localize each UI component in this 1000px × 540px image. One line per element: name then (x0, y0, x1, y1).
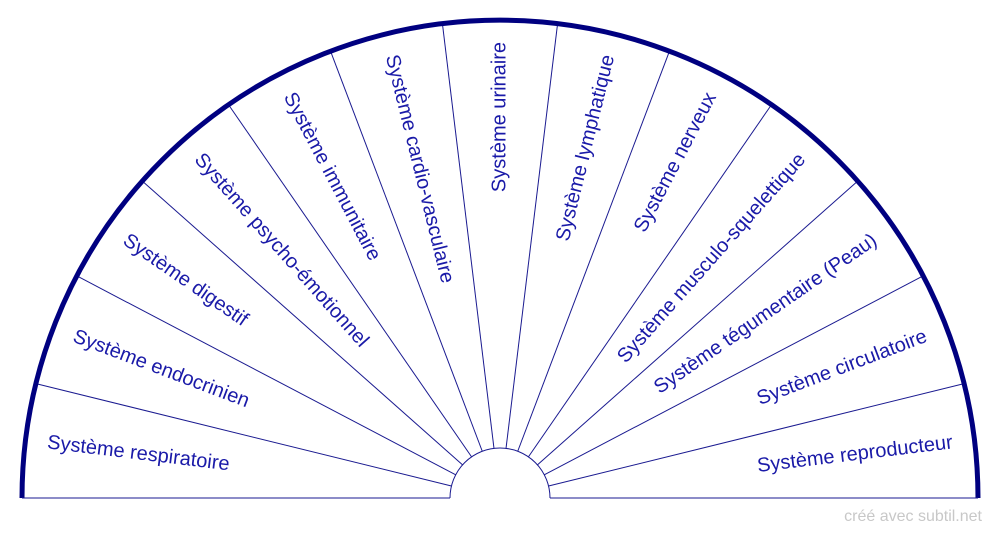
divider-line (505, 23, 559, 449)
outer-arc (19, 17, 981, 499)
divider-line (76, 275, 456, 476)
divider-line (330, 50, 483, 452)
divider-line (548, 383, 965, 487)
sector-label: Système nerveux (630, 89, 721, 236)
sector-label: Système digestif (119, 229, 253, 331)
credit-text: créé avec subtil.net (844, 508, 982, 525)
sector-label: Système urinaire (488, 42, 510, 192)
sector-label: Système respiratoire (46, 431, 231, 475)
sector-label: Système circulatoire (754, 325, 930, 409)
divider-line (35, 383, 452, 487)
sector-label: Système cardio-vasculaire (381, 52, 459, 285)
sector-label: Système reproducteur (756, 431, 954, 477)
inner-semicircle (449, 447, 551, 499)
divider-line (517, 50, 670, 452)
divider-line (441, 23, 495, 449)
sector-label: Système immunitaire (279, 89, 385, 265)
divider-lines (35, 23, 965, 487)
divider-line (544, 275, 924, 476)
divider-line (228, 104, 473, 458)
sector-label: Système musculo-squelettique (613, 149, 810, 367)
divider-line (527, 104, 772, 458)
divider-line (537, 180, 859, 466)
divider-line (141, 180, 463, 466)
sector-label: Système lymphatique (552, 52, 619, 243)
